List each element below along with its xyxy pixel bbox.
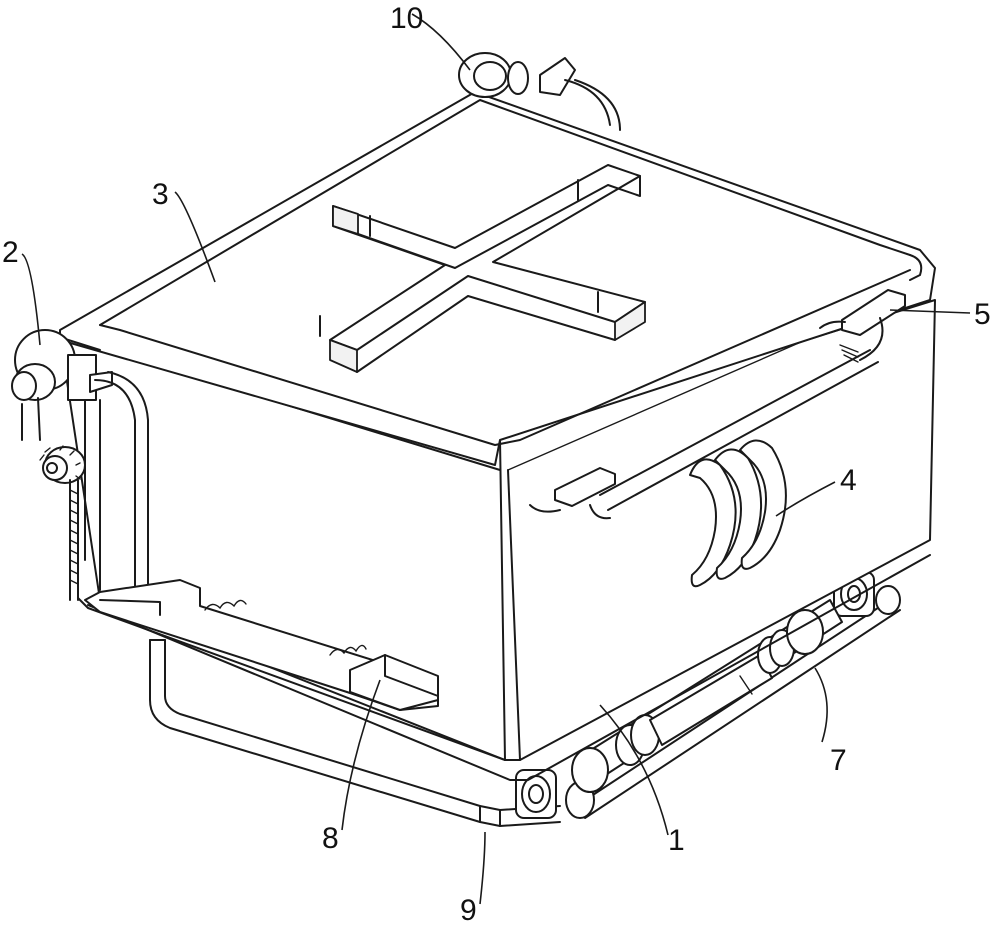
spring-rail (77, 579, 506, 761)
callout-9: 9 (460, 894, 477, 926)
latch-right (599, 289, 906, 511)
callout-8: 10 (390, 2, 423, 35)
callout-10: 7 (830, 744, 847, 777)
side-handles (689, 439, 787, 588)
callout-4: 4 (840, 464, 857, 497)
base-frame (149, 639, 561, 827)
callout-1: 1 (668, 824, 685, 857)
roller-assembly (515, 571, 901, 819)
top-pulley (458, 52, 621, 131)
leader-lines (21, 13, 971, 905)
callout-7: 8 (322, 822, 339, 855)
latch-left (529, 467, 616, 520)
pulley-mechanism (11, 329, 149, 601)
callout-2: 2 (2, 236, 19, 269)
callout-5: 5 (974, 298, 991, 331)
callout-3: 3 (152, 178, 169, 211)
cross-handle (319, 164, 646, 373)
